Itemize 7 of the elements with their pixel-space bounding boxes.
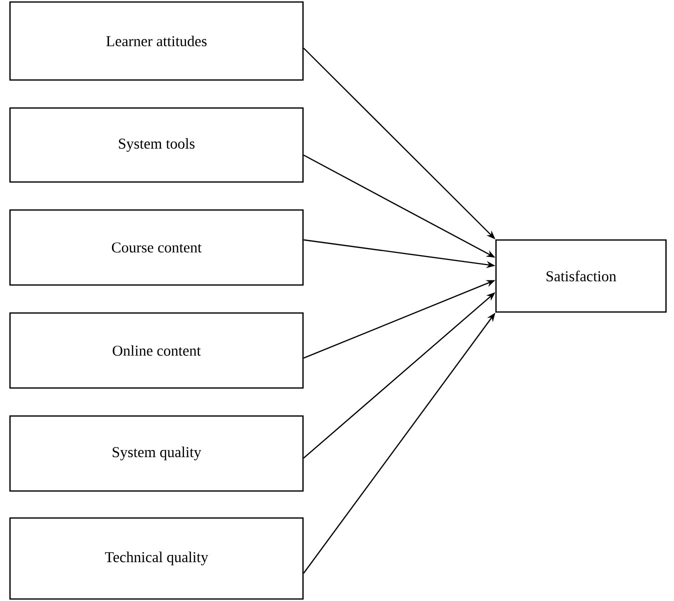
factor-box: Online content xyxy=(9,312,304,389)
factor-box: Course content xyxy=(9,209,304,286)
result-box: Satisfaction xyxy=(495,239,667,313)
factor-box: Learner attitudes xyxy=(9,1,304,81)
factor-box: Technical quality xyxy=(9,517,304,600)
factor-box: System quality xyxy=(9,415,304,492)
factor-box: System tools xyxy=(9,107,304,183)
